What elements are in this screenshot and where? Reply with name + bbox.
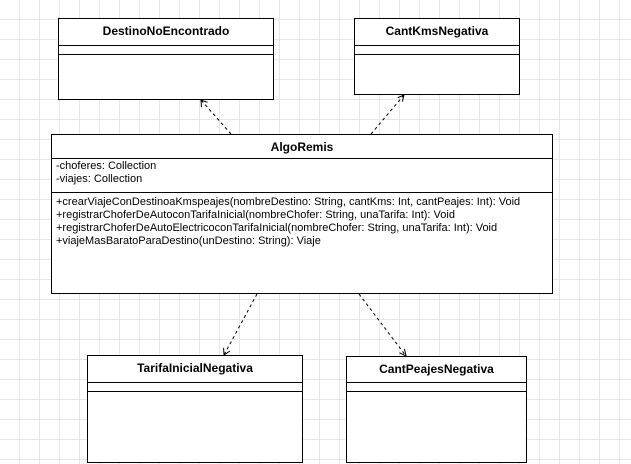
attribute: -choferes: Collection — [56, 160, 157, 172]
method: +viajeMasBaratoParaDestino(unDestino: St… — [56, 235, 321, 247]
dependency-line-tarifa — [223, 293, 258, 356]
class-name: DestinoNoEncontrado — [59, 19, 273, 46]
dependency-line-cantkms — [370, 94, 405, 135]
arrowhead-destino — [200, 99, 208, 108]
attributes-section — [347, 383, 526, 392]
class-name: TarifaInicialNegativa — [88, 356, 302, 383]
class-cant-peajes-negativa[interactable]: CantPeajesNegativa — [346, 356, 527, 463]
methods-section — [355, 55, 519, 57]
arrowhead-cantkms — [397, 94, 405, 102]
attribute: -viajes: Collection — [56, 173, 143, 185]
class-algo-remis[interactable]: AlgoRemis -choferes: Collection -viajes:… — [51, 134, 553, 294]
attributes-section — [88, 383, 302, 392]
attributes-section — [355, 46, 519, 55]
class-name: CantKmsNegativa — [355, 19, 519, 46]
methods-section — [59, 55, 273, 57]
class-cant-kms-negativa[interactable]: CantKmsNegativa — [354, 18, 520, 95]
class-name: CantPeajesNegativa — [347, 357, 526, 383]
attributes-section: -choferes: Collection -viajes: Collectio… — [52, 159, 552, 193]
methods-section — [347, 392, 526, 394]
dependency-line-peajes — [358, 293, 407, 357]
class-tarifa-inicial-negativa[interactable]: TarifaInicialNegativa — [87, 355, 303, 463]
class-name: AlgoRemis — [52, 135, 552, 159]
class-destino-no-encontrado[interactable]: DestinoNoEncontrado — [58, 18, 274, 100]
methods-section — [88, 392, 302, 394]
method: +crearViajeConDestinoaKmspeajes(nombreDe… — [56, 196, 521, 208]
method: +registrarChoferDeAutoElectricoconTarifa… — [56, 222, 498, 234]
dependency-line-destino — [200, 99, 232, 135]
attributes-section — [59, 46, 273, 55]
methods-section: +crearViajeConDestinoaKmspeajes(nombreDe… — [52, 193, 552, 249]
method: +registrarChoferDeAutoconTarifaInicial(n… — [56, 209, 455, 221]
